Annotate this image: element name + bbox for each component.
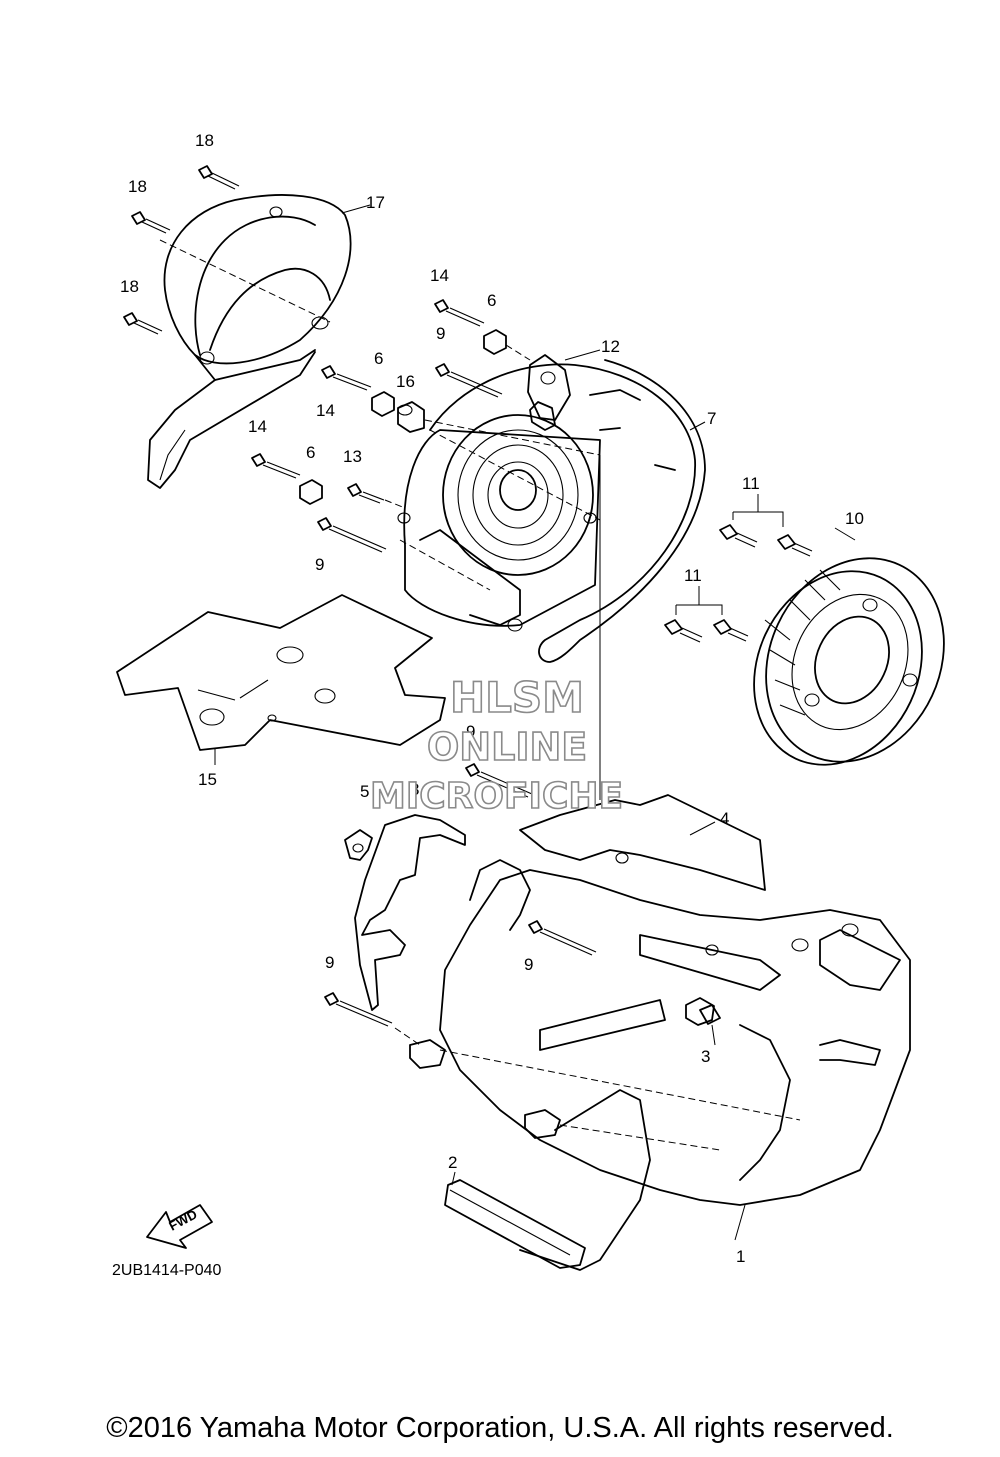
callout-18: 18 [128, 177, 147, 196]
fan-cover-part-7 [397, 354, 706, 663]
flywheel-part-10 [753, 557, 945, 766]
housing-part-1 [409, 859, 911, 1271]
baffle-part-8 [354, 814, 466, 1011]
clip-part-5 [344, 829, 373, 861]
callout-6: 6 [374, 349, 383, 368]
callout-16: 16 [396, 372, 415, 391]
callout-2: 2 [448, 1153, 457, 1172]
watermark-line-1: HLSM [450, 673, 584, 722]
callout-11: 11 [742, 474, 760, 493]
callout-13: 13 [343, 447, 362, 466]
callout-15: 15 [198, 770, 217, 789]
grommet-part-6 [299, 329, 531, 505]
callout-18: 18 [195, 131, 214, 150]
callout-9: 9 [315, 555, 324, 574]
bushing-part-3 [685, 997, 715, 1026]
callout-7: 7 [707, 409, 716, 428]
callout-11: 11 [684, 566, 702, 585]
callout-1: 1 [736, 1247, 745, 1266]
callout-14: 14 [316, 401, 335, 420]
spacer-part-16 [397, 401, 601, 800]
callout-6: 6 [306, 443, 315, 462]
callout-17: 17 [366, 193, 385, 212]
callout-labels: 18 18 18 17 14 6 9 12 6 16 14 7 14 6 13 … [120, 131, 864, 1266]
callout-6: 6 [487, 291, 496, 310]
callout-10: 10 [845, 509, 864, 528]
fwd-arrow-icon: FWD [146, 1204, 213, 1249]
watermark-line-3: MICROFICHE [370, 776, 623, 817]
callout-9: 9 [436, 324, 445, 343]
guide-part-4 [519, 794, 766, 891]
strip-part-2 [444, 1179, 586, 1269]
watermark-line-2: ONLINE [427, 725, 587, 769]
callout-3: 3 [701, 1047, 710, 1066]
callout-14: 14 [430, 266, 449, 285]
screw-part-14 [251, 299, 485, 479]
callout-18: 18 [120, 277, 139, 296]
callout-9: 9 [524, 955, 533, 974]
watermark: HLSM ONLINE MICROFICHE [369, 672, 624, 818]
bolt-part-9 [317, 363, 597, 1046]
collar-part-12 [529, 401, 556, 431]
gasket-sheet-part-15 [116, 594, 446, 751]
callout-4: 4 [720, 809, 729, 828]
callout-9: 9 [325, 953, 334, 972]
callout-5: 5 [360, 782, 369, 801]
screw-part-18 [123, 165, 240, 335]
callout-12: 12 [601, 337, 620, 356]
copyright-notice: ©2016 Yamaha Motor Corporation, U.S.A. A… [106, 1412, 894, 1444]
screw-part-11 [664, 494, 813, 643]
screw-part-13 [347, 483, 406, 509]
callout-9: 9 [466, 722, 475, 741]
callout-14: 14 [248, 417, 267, 436]
callout-8: 8 [410, 780, 419, 799]
leader-lines [214, 204, 856, 1241]
fan-shroud-part-17 [147, 194, 352, 489]
drawing-code: 2UB1414-P040 [112, 1262, 222, 1279]
